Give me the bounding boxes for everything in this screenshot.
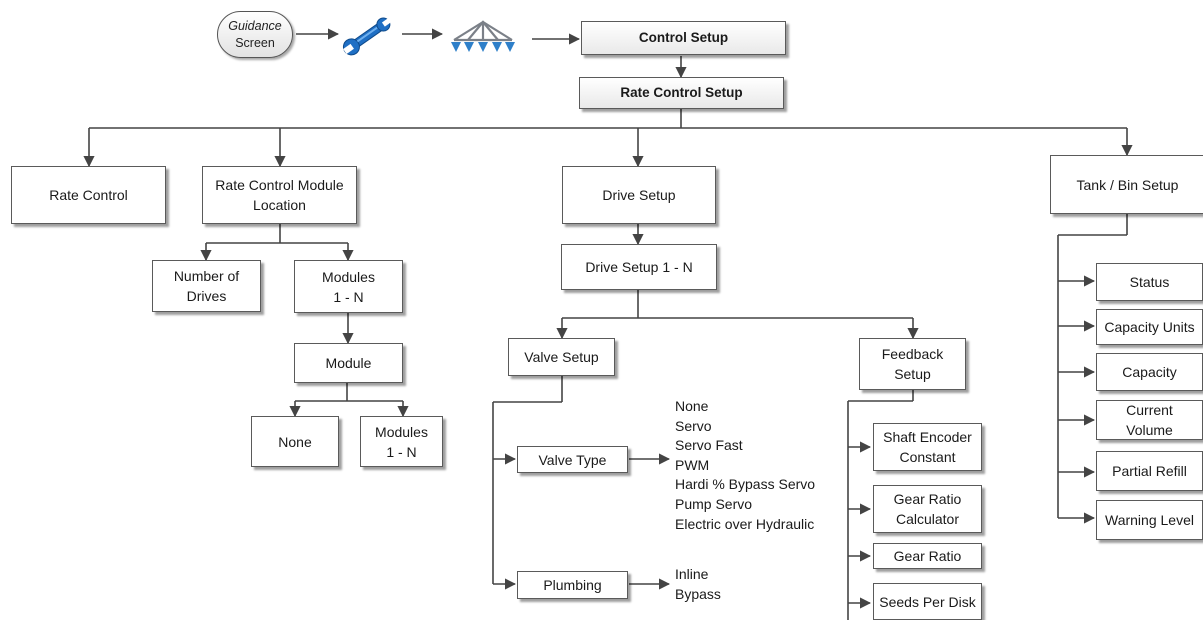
seeds-per-disk-box[interactable]: Seeds Per Disk xyxy=(873,583,982,620)
rate-control-setup-box[interactable]: Rate Control Setup xyxy=(579,77,784,109)
rate-control-setup-label: Rate Control Setup xyxy=(620,85,743,100)
tank-status-label: Status xyxy=(1129,274,1170,290)
valve-setup-box[interactable]: Valve Setup xyxy=(508,338,615,376)
tank-status-box[interactable]: Status xyxy=(1096,263,1203,301)
capacity-units-label: Capacity Units xyxy=(1104,319,1195,335)
feedback-setup-box[interactable]: Feedback Setup xyxy=(859,338,966,390)
rate-control-module-location-box[interactable]: Rate Control Module Location xyxy=(202,166,357,224)
gear-ratio-calculator-box[interactable]: Gear Ratio Calculator xyxy=(873,485,982,533)
valve-type-box[interactable]: Valve Type xyxy=(517,446,628,473)
control-setup-box[interactable]: Control Setup xyxy=(581,21,786,55)
valve-type-option: Servo xyxy=(675,417,712,434)
feedback-setup-label: Feedback Setup xyxy=(881,346,944,382)
rate-control-box[interactable]: Rate Control xyxy=(11,166,166,224)
plumbing-option: Inline xyxy=(675,566,709,582)
plumbing-option: Bypass xyxy=(675,585,721,602)
gear-ratio-box[interactable]: Gear Ratio xyxy=(873,543,982,569)
module-box[interactable]: Module xyxy=(294,343,403,383)
valve-type-option: Electric over Hydraulic xyxy=(675,515,815,532)
modules-1-n-sub-label: Modules 1 - N xyxy=(375,423,428,460)
valve-type-option: Pump Servo xyxy=(675,495,753,512)
capacity-box[interactable]: Capacity xyxy=(1096,353,1203,391)
gear-ratio-calculator-label: Gear Ratio Calculator xyxy=(893,491,962,527)
valve-type-label: Valve Type xyxy=(538,451,607,468)
partial-refill-label: Partial Refill xyxy=(1112,463,1187,479)
modules-1-n-label: Modules 1 - N xyxy=(322,268,375,305)
valve-type-options: None Servo Servo Fast PWM Hardi % Bypass… xyxy=(675,397,815,534)
valve-type-option: Servo Fast xyxy=(675,437,743,454)
valve-setup-label: Valve Setup xyxy=(524,349,599,365)
shaft-encoder-constant-label: Shaft Encoder Constant xyxy=(883,429,972,465)
guidance-screen-line1: Guidance xyxy=(228,18,282,33)
shaft-encoder-constant-box[interactable]: Shaft Encoder Constant xyxy=(873,423,982,471)
plumbing-label: Plumbing xyxy=(543,577,602,593)
sprayer-boom-icon[interactable] xyxy=(448,18,518,56)
rate-control-module-location-label: Rate Control Module Location xyxy=(215,177,344,213)
modules-1-n-box[interactable]: Modules 1 - N xyxy=(294,260,403,313)
modules-1-n-sub-box[interactable]: Modules 1 - N xyxy=(360,416,443,467)
number-of-drives-label: Number of Drives xyxy=(173,268,240,304)
valve-type-option: None xyxy=(675,398,709,414)
rate-control-label: Rate Control xyxy=(49,187,128,203)
tank-bin-setup-label: Tank / Bin Setup xyxy=(1076,176,1179,193)
current-volume-box[interactable]: Current Volume xyxy=(1096,400,1203,440)
module-none-label: None xyxy=(278,433,312,450)
valve-type-option: Hardi % Bypass Servo xyxy=(675,476,816,493)
valve-type-option: PWM xyxy=(675,456,710,473)
number-of-drives-box[interactable]: Number of Drives xyxy=(152,260,261,312)
plumbing-options: Inline Bypass xyxy=(675,565,721,604)
warning-level-label: Warning Level xyxy=(1105,512,1194,528)
tank-bin-setup-box[interactable]: Tank / Bin Setup xyxy=(1050,155,1203,214)
drive-setup-1-n-box[interactable]: Drive Setup 1 - N xyxy=(561,244,717,290)
current-volume-label: Current Volume xyxy=(1126,402,1173,438)
drive-setup-box[interactable]: Drive Setup xyxy=(562,166,716,224)
guidance-screen-line2: Screen xyxy=(235,35,275,50)
module-label: Module xyxy=(325,355,372,371)
plumbing-box[interactable]: Plumbing xyxy=(517,571,628,599)
partial-refill-box[interactable]: Partial Refill xyxy=(1096,451,1203,491)
drive-setup-1-n-label: Drive Setup 1 - N xyxy=(585,259,693,275)
seeds-per-disk-label: Seeds Per Disk xyxy=(879,593,976,610)
capacity-units-box[interactable]: Capacity Units xyxy=(1096,309,1203,345)
gear-ratio-label: Gear Ratio xyxy=(893,548,962,564)
capacity-label: Capacity xyxy=(1122,364,1177,380)
guidance-screen-node[interactable]: Guidance Screen xyxy=(217,11,293,58)
drive-setup-label: Drive Setup xyxy=(602,187,676,203)
wrench-icon[interactable] xyxy=(338,14,396,58)
control-setup-label: Control Setup xyxy=(638,30,729,45)
warning-level-box[interactable]: Warning Level xyxy=(1096,500,1203,540)
module-none-box[interactable]: None xyxy=(251,416,339,467)
